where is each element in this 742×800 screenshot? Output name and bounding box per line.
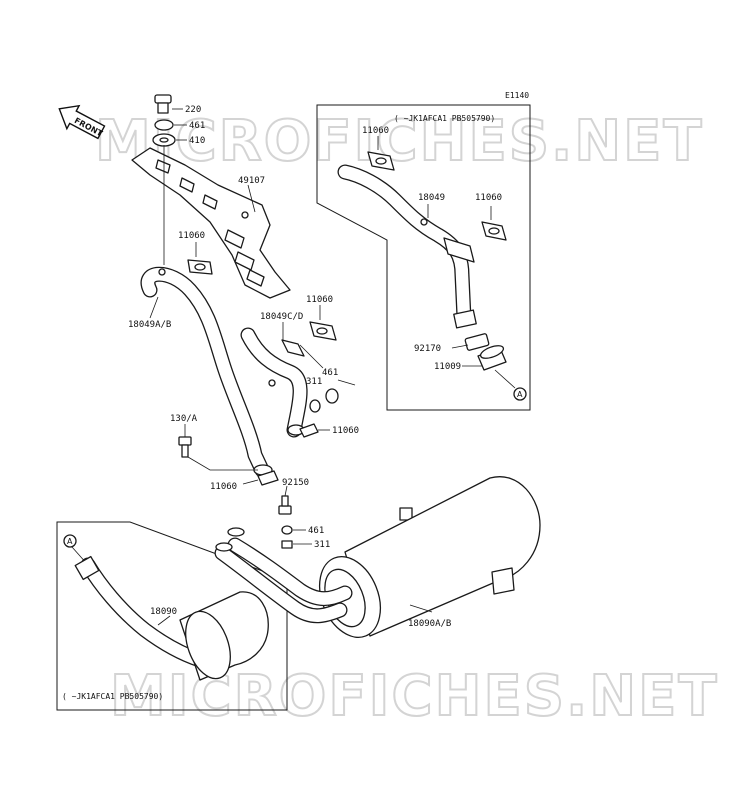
label-461-low: 461 [308, 526, 324, 536]
bolt-130a [178, 436, 192, 458]
label-92150: 92150 [282, 478, 309, 488]
gasket-11060-lower [299, 423, 319, 438]
label-11009: 11009 [434, 362, 461, 372]
label-311-mid: 311 [306, 377, 322, 387]
exhaust-pipe-18049-inset [337, 164, 477, 329]
gasket-11060-inset-top [367, 151, 395, 171]
inset-frame-bottom [56, 521, 288, 711]
muffler-18090ab [214, 476, 541, 638]
gasket-11060-mid [309, 321, 337, 341]
exhaust-pipe-18049ab [140, 266, 273, 478]
nut-461-mid [325, 388, 339, 404]
connector-a-bottom-label: A [67, 537, 73, 546]
label-11060-left: 11060 [178, 231, 205, 241]
washer-461-top [154, 119, 174, 131]
label-220: 220 [185, 105, 201, 115]
label-18090: 18090 [150, 607, 177, 617]
connector-a-top-label: A [517, 390, 523, 399]
label-410: 410 [189, 136, 205, 146]
label-18049-inset: 18049 [418, 193, 445, 203]
label-49107: 49107 [238, 176, 265, 186]
label-130a: 130/A [170, 414, 198, 424]
sleeve-11009 [477, 345, 507, 371]
gasket-11060-inset-right [481, 221, 507, 241]
label-18049cd: 18049C/D [260, 312, 303, 322]
label-11060-mid: 11060 [306, 295, 333, 305]
clamp-92170 [464, 333, 490, 351]
label-11060-lower: 11060 [332, 426, 359, 436]
serial-note-bottom: ( ~JK1AFCA1 PB505790) [62, 692, 163, 701]
heat-shield-49107 [131, 147, 291, 299]
serial-note-top: ( ~JK1AFCA1 PB505790) [394, 114, 495, 123]
connector-a-top: A [513, 387, 527, 401]
label-11060-inset-right: 11060 [475, 193, 502, 203]
gasket-11060-bottom [257, 470, 279, 486]
label-461-top: 461 [189, 121, 205, 131]
label-18049ab: 18049A/B [128, 320, 171, 330]
nut-311-mid [309, 399, 321, 413]
connector-a-bottom: A [63, 534, 77, 548]
exhaust-pipe-18049cd [240, 327, 308, 438]
label-461-mid: 461 [322, 368, 338, 378]
nut-311-low [281, 540, 293, 549]
label-11060-inset-top: 11060 [362, 126, 389, 136]
nut-461-low [281, 525, 293, 535]
label-92170: 92170 [414, 344, 441, 354]
label-18090ab: 18090A/B [408, 619, 451, 629]
inset-frame-top [316, 104, 531, 411]
watermark-top: MICROFICHES.NET [95, 109, 704, 174]
bolt-220 [154, 94, 172, 114]
label-11060-bottom: 11060 [210, 482, 237, 492]
label-311-low: 311 [314, 540, 330, 550]
gasket-11060-left [187, 259, 213, 275]
muffler-18090 [74, 555, 269, 681]
stud-92150 [278, 495, 292, 515]
reference-code: E1140 [505, 91, 529, 100]
